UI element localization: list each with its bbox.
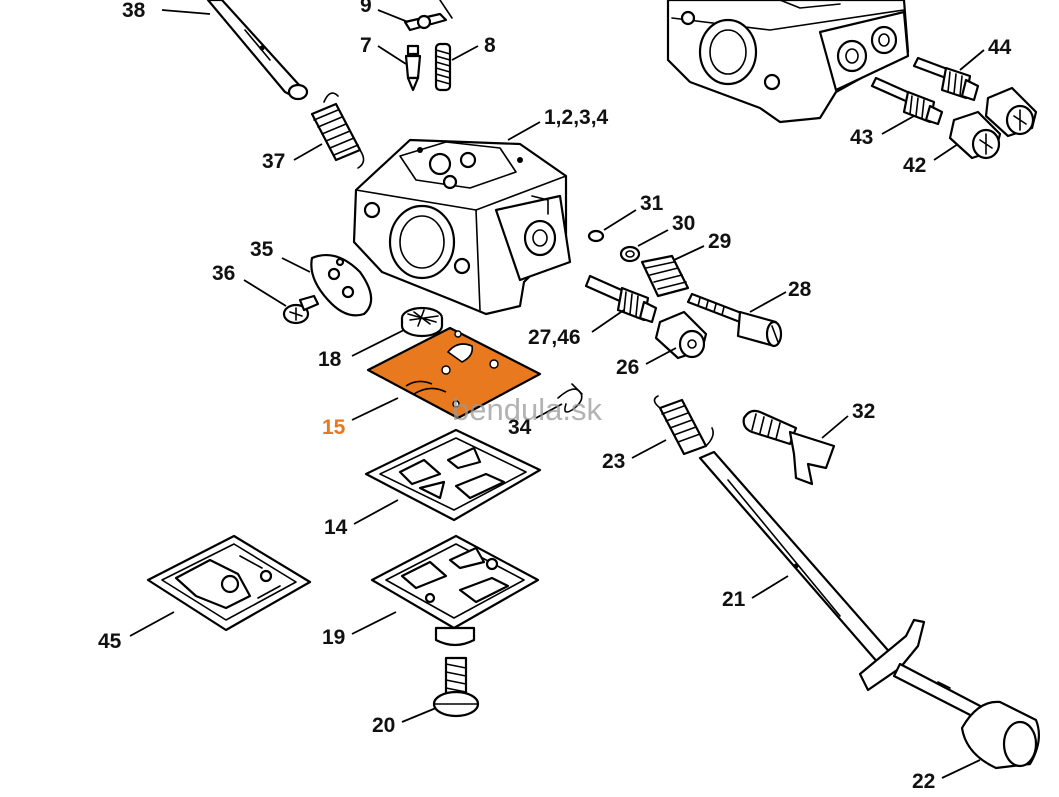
part-26-cap[interactable]	[654, 310, 708, 360]
part-19-cover[interactable]	[370, 534, 540, 647]
label-22[interactable]: 22	[912, 770, 935, 793]
label-45[interactable]: 45	[98, 630, 122, 653]
part-labels: 38 9 7 8 1,2,3,4 37 44 43 42 31 30 29 28…	[98, 0, 1012, 793]
part-36-screw[interactable]	[282, 294, 320, 325]
label-38[interactable]: 38	[122, 0, 146, 22]
part-34-clip[interactable]	[557, 383, 583, 413]
label-37[interactable]: 37	[262, 150, 285, 173]
leader-lines	[129, 9, 985, 779]
label-35[interactable]: 35	[250, 238, 274, 261]
carburetor-body-top-right	[666, 0, 910, 124]
label-1-2-3-4[interactable]: 1,2,3,4	[544, 106, 609, 129]
label-26[interactable]: 26	[616, 356, 639, 379]
label-19[interactable]: 19	[322, 626, 345, 649]
label-43[interactable]: 43	[850, 126, 873, 149]
label-30[interactable]: 30	[672, 212, 695, 235]
label-36[interactable]: 36	[212, 262, 235, 285]
label-21[interactable]: 21	[722, 588, 746, 611]
label-18[interactable]: 18	[318, 348, 342, 371]
part-21-shaft[interactable]	[698, 450, 986, 722]
part-22-cap[interactable]	[960, 700, 1041, 770]
part-44-screw[interactable]	[912, 56, 980, 102]
part-30-washer[interactable]	[619, 245, 641, 263]
part-20-screw[interactable]	[432, 656, 480, 718]
watermark-text: bendula.sk	[452, 392, 602, 427]
label-14[interactable]: 14	[324, 516, 348, 539]
part-45-diaphragm[interactable]	[146, 534, 312, 632]
part-28-screw[interactable]	[686, 292, 783, 348]
label-23[interactable]: 23	[602, 450, 625, 473]
part-18-filter-screen[interactable]	[400, 306, 444, 338]
part-42-cap-upper[interactable]	[984, 86, 1038, 138]
part-42-cap-lower[interactable]	[948, 110, 1002, 160]
part-15-gasket[interactable]	[366, 326, 542, 420]
part-23-spring[interactable]	[653, 395, 714, 456]
part-31-o-ring[interactable]	[587, 229, 605, 243]
label-8[interactable]: 8	[484, 34, 496, 57]
part-8-spring[interactable]	[434, 42, 452, 92]
label-7[interactable]: 7	[360, 34, 372, 57]
part-27-46-screw[interactable]	[584, 274, 658, 324]
part-9-lever[interactable]	[403, 0, 453, 32]
part-29-spring[interactable]	[640, 254, 690, 298]
carburetor-body[interactable]	[352, 138, 572, 316]
label-42[interactable]: 42	[903, 154, 926, 177]
part-35-throttle-plate[interactable]	[310, 254, 373, 317]
label-29[interactable]: 29	[708, 230, 731, 253]
part-43-screw[interactable]	[870, 76, 944, 126]
label-31[interactable]: 31	[640, 192, 664, 215]
part-38-shaft[interactable]	[206, 0, 309, 101]
label-20[interactable]: 20	[372, 714, 395, 737]
label-32[interactable]: 32	[852, 400, 875, 423]
label-44[interactable]: 44	[988, 36, 1012, 59]
label-28[interactable]: 28	[788, 278, 812, 301]
label-15[interactable]: 15	[322, 416, 346, 439]
label-9[interactable]: 9	[360, 0, 372, 17]
part-32-screw[interactable]	[742, 409, 836, 486]
label-27-46[interactable]: 27,46	[528, 326, 581, 349]
part-14-diaphragm[interactable]	[364, 428, 542, 522]
part-37-spring[interactable]	[310, 92, 365, 169]
part-7-needle[interactable]	[404, 44, 422, 92]
label-34[interactable]: 34	[508, 416, 532, 439]
